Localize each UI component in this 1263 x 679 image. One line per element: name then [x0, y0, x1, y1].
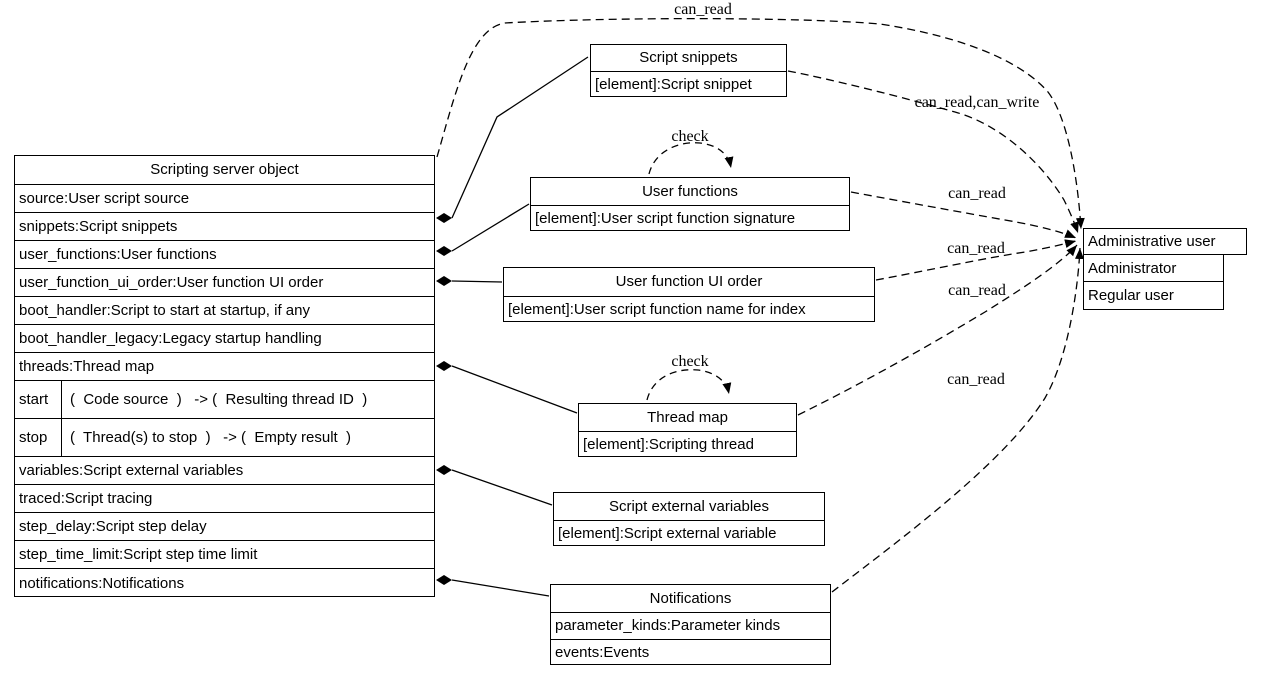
element-row: [element]:User script function signature	[531, 205, 849, 232]
edge-label-ui-order-can-read: can_read	[947, 240, 1005, 257]
diamond-variables-icon	[436, 465, 452, 475]
edge-label-user-functions-can-read: can_read	[948, 185, 1006, 202]
node-title: Script snippets	[639, 49, 738, 66]
edge-label-snippets-can-read-can-write: can_read,can_write	[914, 94, 1040, 111]
edge-thread-map-to-admin	[797, 244, 1078, 416]
element-row: [element]:User script function name for …	[504, 296, 874, 323]
edge-user-functions-composition	[451, 203, 530, 252]
attribute-row-parameter-kinds: parameter_kinds:Parameter kinds	[551, 612, 830, 639]
edge-label-server-can-read: can_read	[674, 1, 732, 18]
diamond-threads-icon	[436, 361, 452, 371]
edge-server-to-admin	[436, 17, 1085, 230]
node-title: User functions	[642, 183, 738, 200]
edge-user-functions-to-admin	[850, 191, 1077, 239]
attribute-row-traced: traced:Script tracing	[15, 484, 434, 512]
method-signature: ( Thread(s) to stop ) -> ( Empty result …	[70, 429, 352, 446]
node-title: Thread map	[647, 409, 728, 426]
edge-variables-composition	[451, 469, 553, 506]
edge-snippets-to-admin	[787, 70, 1079, 234]
element-row: [element]:Scripting thread	[579, 431, 796, 458]
diamond-notifications-icon	[436, 575, 452, 585]
attribute-row-user-functions: user_functions:User functions	[15, 240, 434, 268]
edge-label-notifications-can-read: can_read	[947, 371, 1005, 388]
attribute-row-threads: threads:Thread map	[15, 352, 434, 380]
diamond-ui-order-icon	[436, 276, 452, 286]
method-row-stop: stop ( Thread(s) to stop ) -> ( Empty re…	[15, 418, 434, 456]
edge-user-functions-check-loop	[648, 142, 734, 175]
node-scripting-server-object: Scripting server object source:User scri…	[14, 155, 435, 597]
attribute-row-boot-handler-legacy: boot_handler_legacy:Legacy startup handl…	[15, 324, 434, 352]
edge-ui-order-to-admin	[875, 239, 1077, 281]
attribute-row-variables: variables:Script external variables	[15, 456, 434, 484]
diamond-snippets-icon	[436, 213, 452, 223]
edge-label-user-functions-check: check	[671, 128, 709, 145]
edge-snippets-composition	[451, 56, 589, 219]
node-administrative-user-row-regular-user: Regular user	[1083, 281, 1224, 310]
edge-thread-map-check-loop	[646, 369, 732, 401]
element-row: [element]:Script snippet	[591, 71, 786, 98]
attribute-row-events: events:Events	[551, 639, 830, 666]
method-name: stop	[15, 419, 62, 456]
attribute-row-step-delay: step_delay:Script step delay	[15, 512, 434, 540]
node-script-external-variables: Script external variables [element]:Scri…	[553, 492, 825, 546]
edge-label-thread-map-can-read: can_read	[948, 282, 1006, 299]
edge-notifications-composition	[451, 579, 550, 597]
node-title: Scripting server object	[150, 161, 299, 178]
node-title: Script external variables	[608, 498, 770, 515]
node-notifications: Notifications parameter_kinds:Parameter …	[550, 584, 831, 665]
attribute-row-step-time-limit: step_time_limit:Script step time limit	[15, 540, 434, 568]
node-title: Notifications	[649, 590, 732, 607]
method-row-start: start ( Code source ) -> ( Resulting thr…	[15, 380, 434, 418]
edge-label-thread-map-check: check	[671, 353, 709, 370]
node-administrative-user-title: Administrative user	[1083, 228, 1247, 255]
attribute-row-user-function-ui-order: user_function_ui_order:User function UI …	[15, 268, 434, 296]
node-administrative-user-row-administrator: Administrator	[1083, 254, 1224, 282]
edge-ui-order-composition	[451, 280, 503, 283]
attribute-row-boot-handler: boot_handler:Script to start at startup,…	[15, 296, 434, 324]
method-signature: ( Code source ) -> ( Resulting thread ID…	[70, 391, 368, 408]
attribute-row-notifications: notifications:Notifications	[15, 568, 434, 598]
edge-notifications-to-admin	[831, 247, 1084, 593]
method-name: start	[15, 381, 62, 418]
element-row: [element]:Script external variable	[554, 520, 824, 547]
edge-threads-composition	[451, 365, 578, 414]
node-script-snippets: Script snippets [element]:Script snippet	[590, 44, 787, 97]
node-user-function-ui-order: User function UI order [element]:User sc…	[503, 267, 875, 322]
attribute-row-source: source:User script source	[15, 184, 434, 212]
node-user-functions: User functions [element]:User script fun…	[530, 177, 850, 231]
attribute-row-snippets: snippets:Script snippets	[15, 212, 434, 240]
node-thread-map: Thread map [element]:Scripting thread	[578, 403, 797, 457]
diamond-user-functions-icon	[436, 246, 452, 256]
node-title: User function UI order	[615, 273, 763, 290]
